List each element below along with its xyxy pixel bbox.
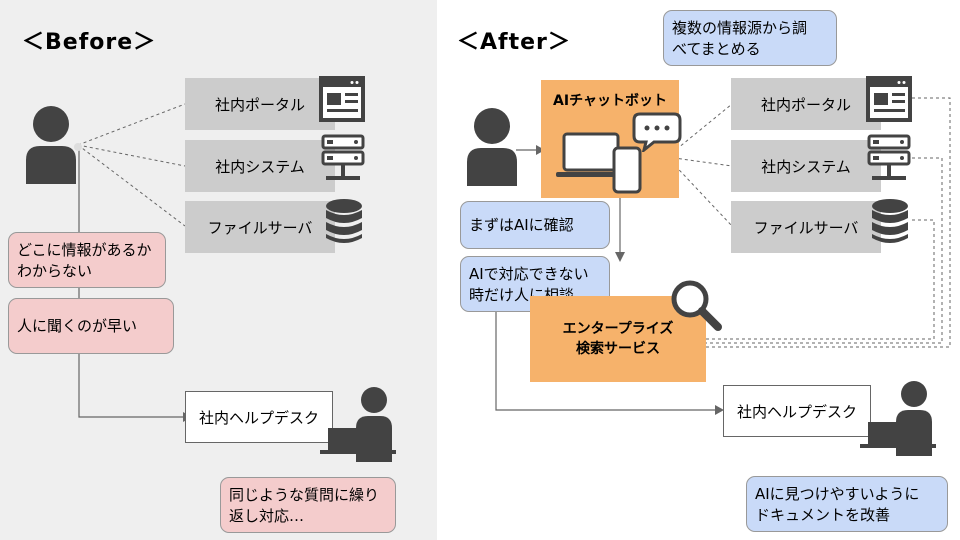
database-icon (872, 199, 908, 243)
browser-window-icon (319, 76, 365, 122)
magnifier-icon (671, 280, 722, 331)
speech-bubble-icon (632, 112, 682, 152)
after-bubble-improve-docs: AIに見つけやすいように ドキュメントを改善 (746, 476, 948, 532)
desk-worker-icon (860, 381, 936, 456)
smartphone-icon (612, 146, 642, 194)
after-heading: ＜After＞ (457, 30, 571, 55)
after-helpdesk-box: 社内ヘルプデスク (723, 385, 871, 437)
before-bubble-ask-people: 人に聞くのが早い (8, 298, 174, 354)
person-icon (467, 108, 517, 186)
after-bubble-ask-ai: まずはAIに確認 (460, 201, 610, 249)
after-system-fileserver: ファイルサーバ (731, 201, 881, 253)
server-icon (867, 134, 911, 180)
browser-window-icon (866, 76, 912, 122)
laptop-icon (556, 132, 642, 194)
before-heading: ＜Before＞ (22, 30, 157, 55)
before-bubble-repeat: 同じような質問に繰り 返し対応… (220, 477, 396, 533)
before-bubble-where: どこに情報があるか わからない (8, 232, 166, 288)
before-system-internal: 社内システム (185, 140, 335, 192)
database-icon (326, 199, 362, 243)
before-system-portal: 社内ポータル (185, 78, 335, 130)
desk-worker-icon (320, 387, 396, 462)
server-icon (321, 134, 365, 180)
ai-chatbot-label: AIチャットボット (553, 93, 667, 109)
after-system-portal: 社内ポータル (731, 78, 881, 130)
after-bubble-summarize: 複数の情報源から調 べてまとめる (663, 10, 837, 66)
after-system-internal: 社内システム (731, 140, 881, 192)
before-helpdesk-box: 社内ヘルプデスク (185, 391, 333, 443)
person-icon (26, 106, 76, 184)
before-system-fileserver: ファイルサーバ (185, 201, 335, 253)
